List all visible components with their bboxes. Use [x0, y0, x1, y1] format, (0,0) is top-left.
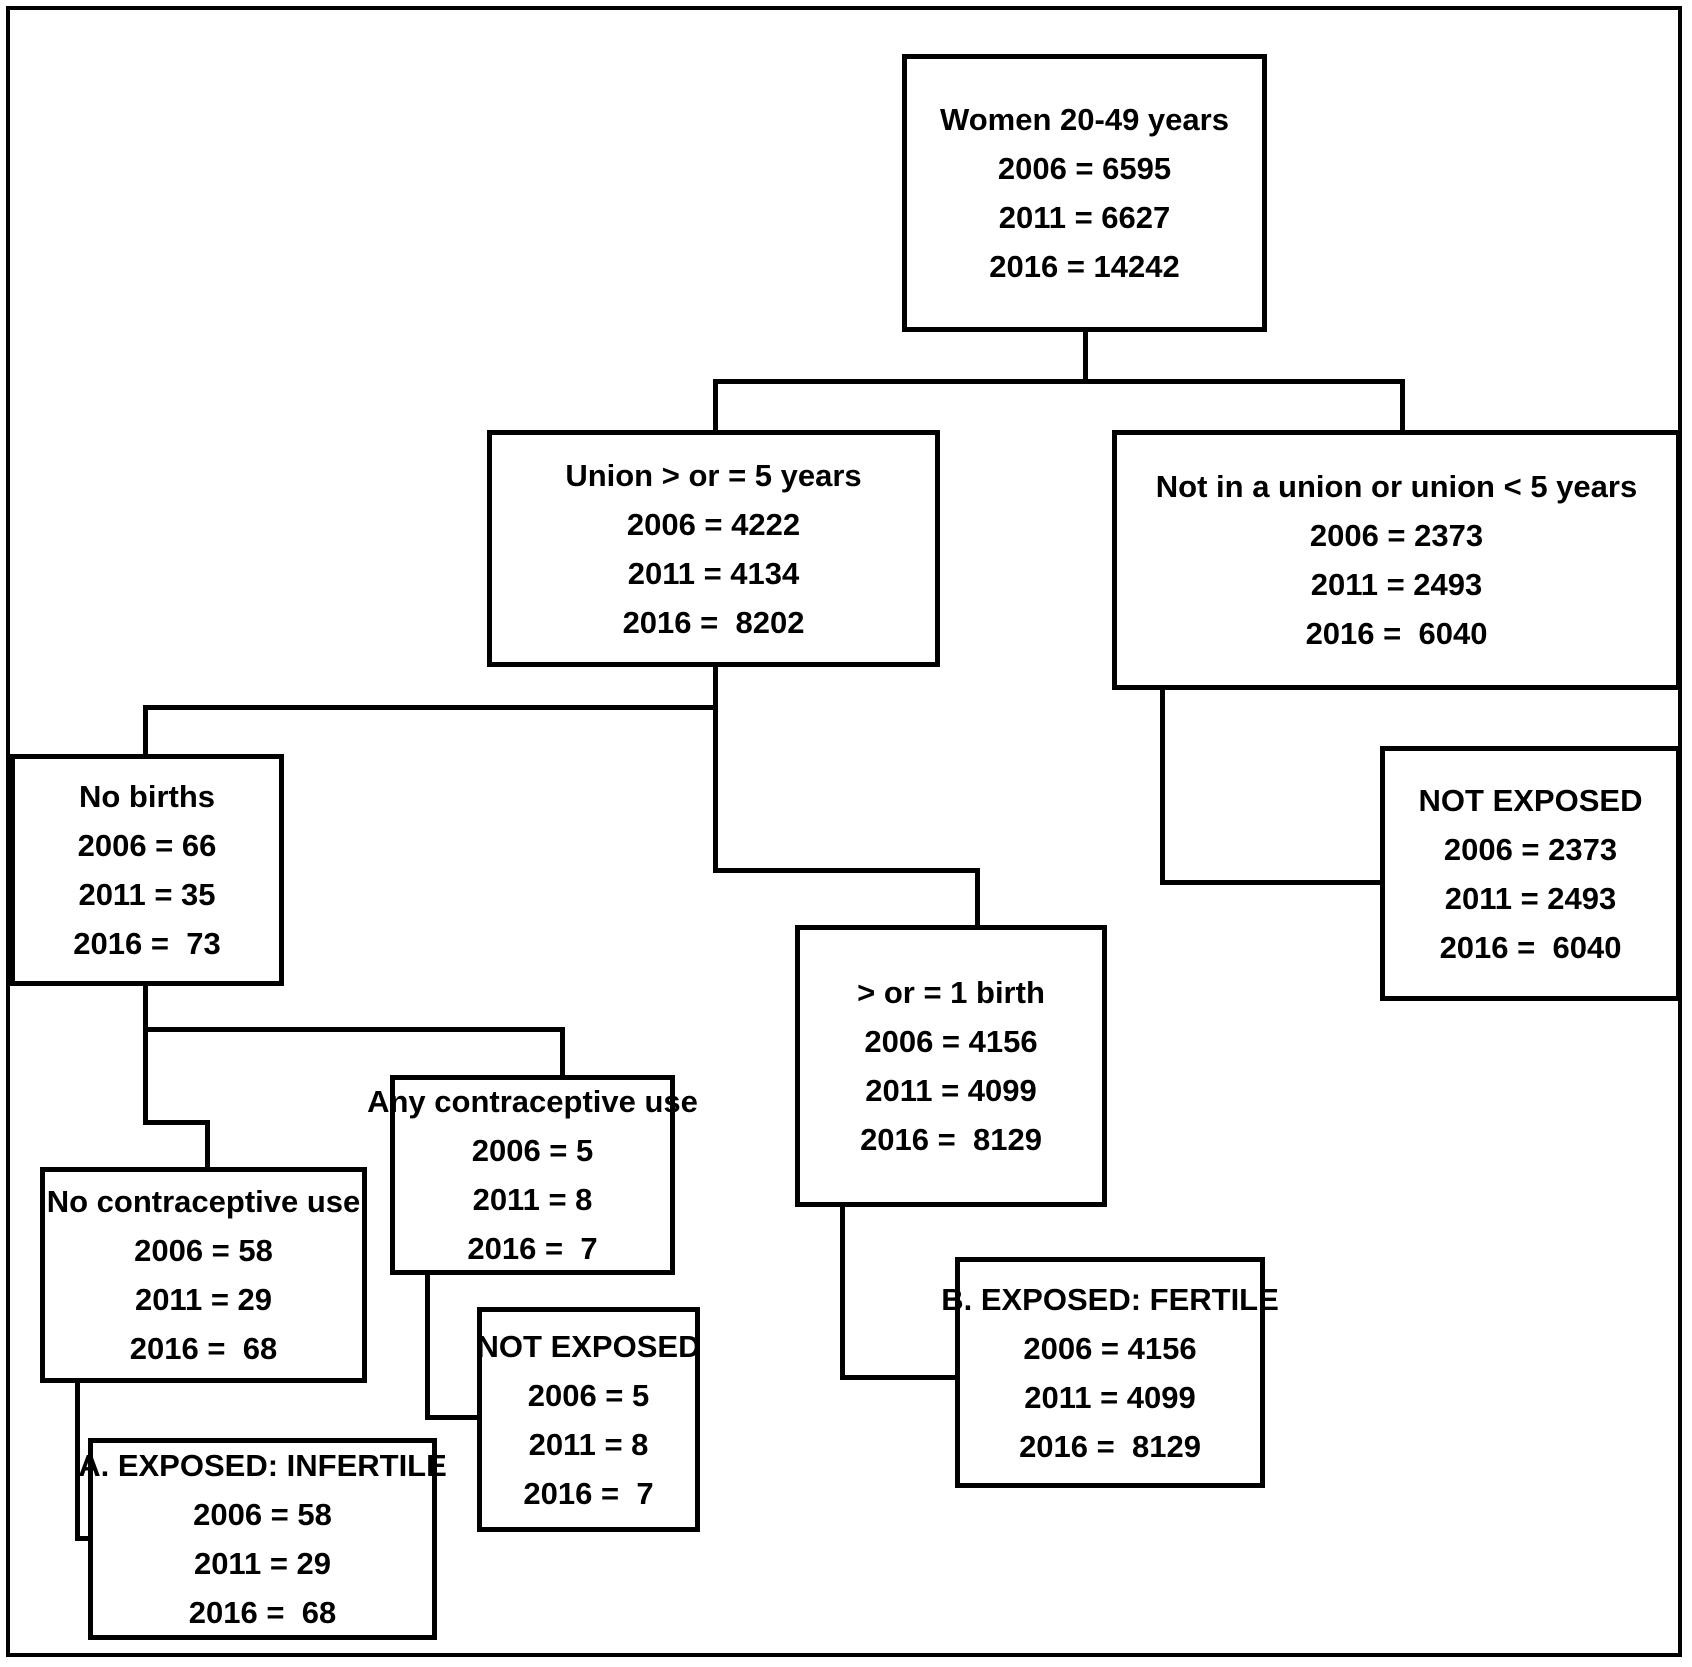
node-no-contraceptive-use: No contraceptive use 2006 = 58 2011 = 29…	[40, 1167, 367, 1383]
node-title: NOT EXPOSED	[1418, 782, 1643, 818]
node-value-2006: 2006 = 2373	[1309, 518, 1484, 553]
node-exposed-infertile: A. EXPOSED: INFERTILE 2006 = 58 2011 = 2…	[78, 1438, 447, 1640]
node-no-births: No births 2006 = 66 2011 = 35 2016 = 73	[10, 754, 284, 986]
connector-line	[1160, 690, 1165, 880]
node-title: Women 20-49 years	[940, 102, 1229, 137]
node-value-2016: 2016 = 7	[523, 1475, 654, 1511]
node-value-2011: 2011 = 4099	[865, 1073, 1037, 1108]
node-value-2006: 2006 = 4156	[864, 1024, 1038, 1059]
connector-line	[1400, 379, 1405, 430]
node-exposed-fertile: B. EXPOSED: FERTILE 2006 = 4156 2011 = 4…	[941, 1257, 1279, 1488]
node-value-2016: 2016 = 6040	[1305, 616, 1488, 651]
connector-line	[143, 986, 148, 1120]
node-title: > or = 1 birth	[857, 975, 1045, 1010]
node-value-2016: 2016 = 68	[129, 1331, 278, 1366]
node-value-2011: 2011 = 29	[193, 1546, 332, 1581]
node-women-20-49: Women 20-49 years 2006 = 6595 2011 = 662…	[902, 54, 1267, 332]
node-value-2011: 2011 = 4099	[1024, 1379, 1196, 1415]
node-title: Any contraceptive use	[367, 1084, 698, 1119]
node-title: No contraceptive use	[46, 1184, 361, 1219]
node-title: No births	[78, 779, 216, 814]
node-value-2006: 2006 = 5	[527, 1377, 650, 1413]
connector-line	[205, 1120, 210, 1167]
node-value-2016: 2016 = 6040	[1439, 929, 1622, 965]
node-value-2011: 2011 = 2493	[1444, 880, 1617, 916]
node-title: A. EXPOSED: INFERTILE	[78, 1448, 447, 1483]
node-union-ge-5-years: Union > or = 5 years 2006 = 4222 2011 = …	[487, 430, 940, 667]
connector-line	[425, 1415, 477, 1420]
node-title: B. EXPOSED: FERTILE	[941, 1281, 1279, 1317]
node-title: Not in a union or union < 5 years	[1155, 469, 1638, 504]
node-value-2011: 2011 = 2493	[1310, 567, 1483, 602]
connector-line	[143, 1027, 562, 1032]
connector-line	[840, 1375, 958, 1380]
node-value-2011: 2011 = 29	[134, 1282, 273, 1317]
connector-line	[143, 1120, 207, 1125]
node-not-exposed-contraceptive: NOT EXPOSED 2006 = 5 2011 = 8 2016 = 7	[477, 1307, 700, 1532]
connector-line	[425, 1275, 430, 1418]
node-value-2006: 2006 = 6595	[997, 151, 1172, 186]
node-not-in-union: Not in a union or union < 5 years 2006 =…	[1112, 430, 1681, 690]
node-value-2006: 2006 = 58	[193, 1497, 332, 1532]
node-value-2011: 2011 = 35	[78, 877, 216, 912]
connector-line	[1160, 880, 1380, 885]
node-title: NOT EXPOSED	[476, 1328, 701, 1364]
node-any-contraceptive-use: Any contraceptive use 2006 = 5 2011 = 8 …	[367, 1075, 698, 1275]
node-ge-1-birth: > or = 1 birth 2006 = 4156 2011 = 4099 2…	[795, 925, 1107, 1207]
node-value-2006: 2006 = 66	[77, 828, 217, 863]
connector-line	[143, 705, 148, 754]
connector-line	[975, 868, 980, 925]
node-value-2011: 2011 = 8	[472, 1182, 593, 1217]
node-value-2011: 2011 = 6627	[998, 200, 1171, 235]
node-value-2011: 2011 = 8	[528, 1426, 649, 1462]
node-value-2016: 2016 = 8202	[622, 604, 805, 640]
node-value-2011: 2011 = 4134	[627, 555, 800, 591]
node-value-2016: 2016 = 14242	[989, 249, 1180, 284]
node-value-2006: 2006 = 2373	[1443, 831, 1618, 867]
connector-line	[75, 1536, 92, 1541]
node-value-2006: 2006 = 5	[471, 1133, 594, 1168]
connector-line	[840, 1207, 845, 1380]
node-not-exposed-union: NOT EXPOSED 2006 = 2373 2011 = 2493 2016…	[1380, 746, 1681, 1001]
connector-line	[560, 1027, 565, 1075]
connector-line	[1083, 332, 1088, 379]
connector-line	[143, 705, 715, 710]
node-value-2016: 2016 = 7	[467, 1231, 598, 1266]
node-value-2016: 2016 = 8129	[860, 1122, 1042, 1157]
node-value-2016: 2016 = 8129	[1019, 1428, 1201, 1464]
connector-line	[713, 868, 977, 873]
connector-line	[75, 1383, 80, 1541]
node-value-2006: 2006 = 4156	[1023, 1330, 1197, 1366]
node-value-2006: 2006 = 4222	[626, 506, 801, 542]
connector-line	[713, 379, 1405, 384]
node-title: Union > or = 5 years	[565, 457, 862, 493]
connector-line	[713, 667, 718, 868]
node-value-2016: 2016 = 68	[188, 1595, 337, 1630]
connector-line	[713, 379, 718, 430]
node-value-2006: 2006 = 58	[134, 1233, 273, 1268]
node-value-2016: 2016 = 73	[73, 926, 221, 961]
